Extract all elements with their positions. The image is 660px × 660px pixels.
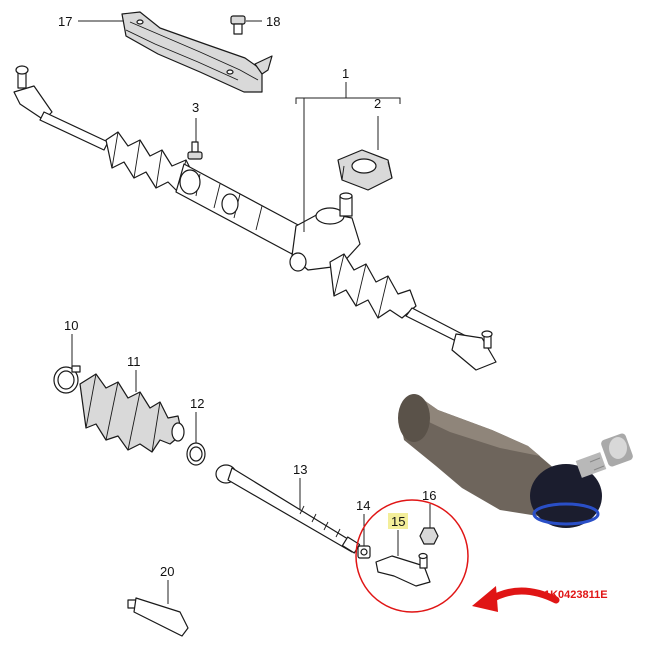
callout-10: 10 — [64, 318, 78, 333]
callout-2: 2 — [374, 96, 381, 111]
part-15-tie-rod-end — [375, 552, 431, 587]
part-18-bolt — [230, 15, 246, 35]
part-number-label: 1K0423811E — [544, 589, 608, 601]
part-14-nut — [357, 545, 371, 559]
part-10-clamp — [53, 365, 81, 394]
part-20-grease-tube — [127, 597, 189, 637]
red-arrow — [472, 586, 560, 612]
callout-12: 12 — [190, 396, 204, 411]
callout-15-highlight — [388, 513, 408, 529]
tie-rod-end-photo — [398, 394, 633, 528]
part-1-steering-rack — [13, 65, 497, 371]
part-17-heat-shield — [121, 11, 273, 93]
callout-14: 14 — [356, 498, 370, 513]
highlight-circle — [355, 499, 469, 613]
part-13-inner-tie-rod — [215, 464, 361, 554]
part-2-rubber-mount — [337, 149, 393, 191]
callout-15: 15 — [391, 514, 405, 529]
callout-17: 17 — [58, 14, 72, 29]
part-3-bolt — [187, 141, 203, 160]
callout-11: 11 — [127, 354, 141, 369]
part-12-clamp — [186, 442, 206, 466]
callout-1: 1 — [342, 66, 349, 81]
callout-18: 18 — [266, 14, 280, 29]
callout-20: 20 — [160, 564, 174, 579]
part-16-nut — [419, 527, 439, 545]
callout-16: 16 — [422, 488, 436, 503]
callout-13: 13 — [293, 462, 307, 477]
callout-3: 3 — [192, 100, 199, 115]
part-11-bellows-boot — [79, 373, 185, 453]
